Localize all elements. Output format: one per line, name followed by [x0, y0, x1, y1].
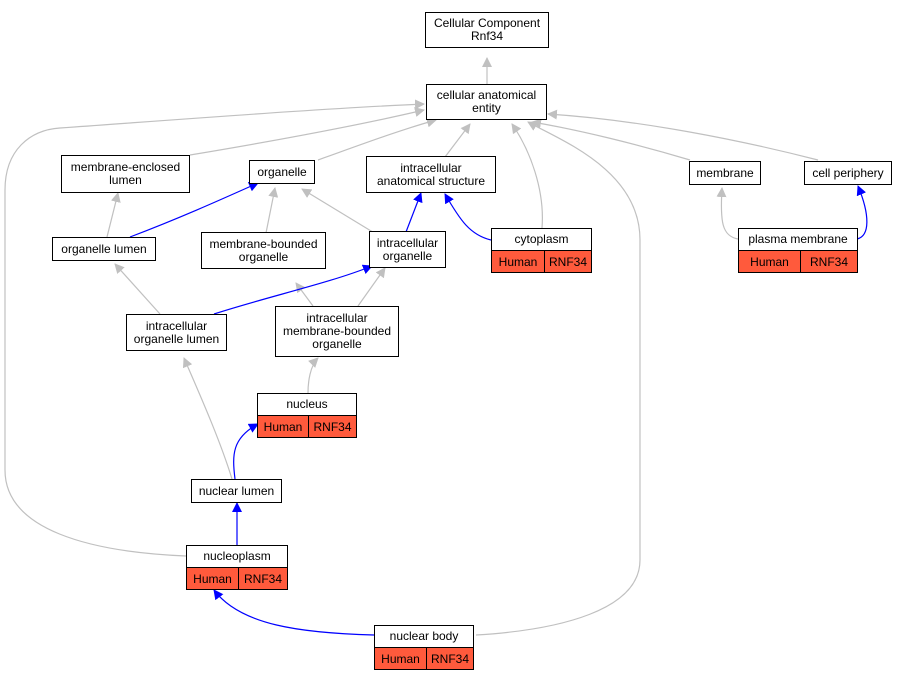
- cytoplasm-species-cell: Human: [492, 251, 544, 272]
- root-gene: Rnf34: [470, 29, 504, 43]
- edge-nb-to-np: [213, 589, 375, 636]
- edge-pm-to-memb: [716, 187, 739, 240]
- edge-nl-to-iol: [182, 357, 233, 480]
- node-membrane-bounded-organelle[interactable]: membrane-bounded organelle: [201, 232, 326, 269]
- edge-iol-to-io: [213, 264, 373, 315]
- nucleoplasm-label: nucleoplasm: [187, 546, 287, 568]
- nucleoplasm-species-cell: Human: [187, 568, 238, 589]
- edge-ol-to-org: [129, 182, 259, 238]
- node-cytoplasm[interactable]: cytoplasm Human RNF34: [491, 228, 592, 273]
- edge-nucleoplasm-to-cae: [4, 99, 425, 557]
- edge-nb-to-cae: [475, 121, 641, 636]
- plasma-membrane-species-cell: Human: [739, 251, 800, 272]
- node-plasma-membrane[interactable]: plasma membrane Human RNF34: [738, 228, 858, 273]
- node-cellular-component-root[interactable]: Cellular Component Rnf34: [425, 12, 549, 48]
- node-organelle[interactable]: organelle: [249, 160, 315, 184]
- nuclear-body-label: nuclear body: [375, 626, 473, 648]
- edge-pm-to-cp: [856, 185, 868, 240]
- node-cell-periphery[interactable]: cell periphery: [804, 161, 892, 185]
- edge-nucleus-to-imbo: [307, 357, 319, 394]
- edge-ol-to-mel: [106, 192, 121, 238]
- node-intracellular-organelle-lumen[interactable]: intracellular organelle lumen: [126, 314, 227, 351]
- root-title: Cellular Component: [433, 16, 541, 30]
- edge-mel-to-cae: [189, 107, 425, 156]
- nucleus-species-cell: Human: [258, 416, 308, 437]
- nuclear-body-species-cell: Human: [375, 648, 426, 669]
- edge-org-to-cae: [317, 117, 437, 161]
- edge-nl-to-nucleus: [233, 423, 259, 480]
- edge-mbo-to-org: [265, 187, 279, 234]
- nucleus-gene-cell: RNF34: [308, 416, 356, 437]
- nuclear-body-gene-cell: RNF34: [426, 648, 473, 669]
- edge-cyto-to-ias: [444, 193, 492, 241]
- plasma-membrane-label: plasma membrane: [739, 229, 857, 251]
- node-cellular-anatomical-entity[interactable]: cellular anatomical entity: [426, 84, 547, 120]
- cytoplasm-label: cytoplasm: [492, 229, 591, 251]
- node-membrane-enclosed-lumen[interactable]: membrane-enclosed lumen: [61, 155, 190, 193]
- node-membrane[interactable]: membrane: [689, 161, 761, 185]
- edge-ias-to-cae: [444, 123, 471, 158]
- edge-imbo-to-io: [357, 267, 386, 307]
- node-nucleus[interactable]: nucleus Human RNF34: [257, 393, 357, 438]
- node-organelle-lumen[interactable]: organelle lumen: [52, 237, 156, 261]
- node-intracellular-membrane-bounded-organelle[interactable]: intracellular membrane-bounded organelle: [275, 306, 399, 357]
- node-nucleoplasm[interactable]: nucleoplasm Human RNF34: [186, 545, 288, 590]
- edge-imbo-to-mbo: [295, 282, 314, 307]
- plasma-membrane-gene-cell: RNF34: [800, 251, 857, 272]
- node-nuclear-body[interactable]: nuclear body Human RNF34: [374, 625, 474, 670]
- edge-cyto-to-cae: [511, 123, 543, 229]
- edge-cp-to-cae: [547, 109, 819, 161]
- node-intracellular-anatomical-structure[interactable]: intracellular anatomical structure: [366, 156, 496, 193]
- cytoplasm-gene-cell: RNF34: [544, 251, 591, 272]
- edge-iol-to-ol: [114, 263, 161, 315]
- edge-io-to-org: [301, 188, 377, 235]
- nucleus-label: nucleus: [258, 394, 356, 416]
- edge-memb-to-cae: [531, 118, 691, 161]
- edge-io-to-ias: [405, 192, 423, 233]
- node-intracellular-organelle[interactable]: intracellular organelle: [369, 231, 446, 268]
- nucleoplasm-gene-cell: RNF34: [238, 568, 287, 589]
- node-nuclear-lumen[interactable]: nuclear lumen: [191, 479, 282, 503]
